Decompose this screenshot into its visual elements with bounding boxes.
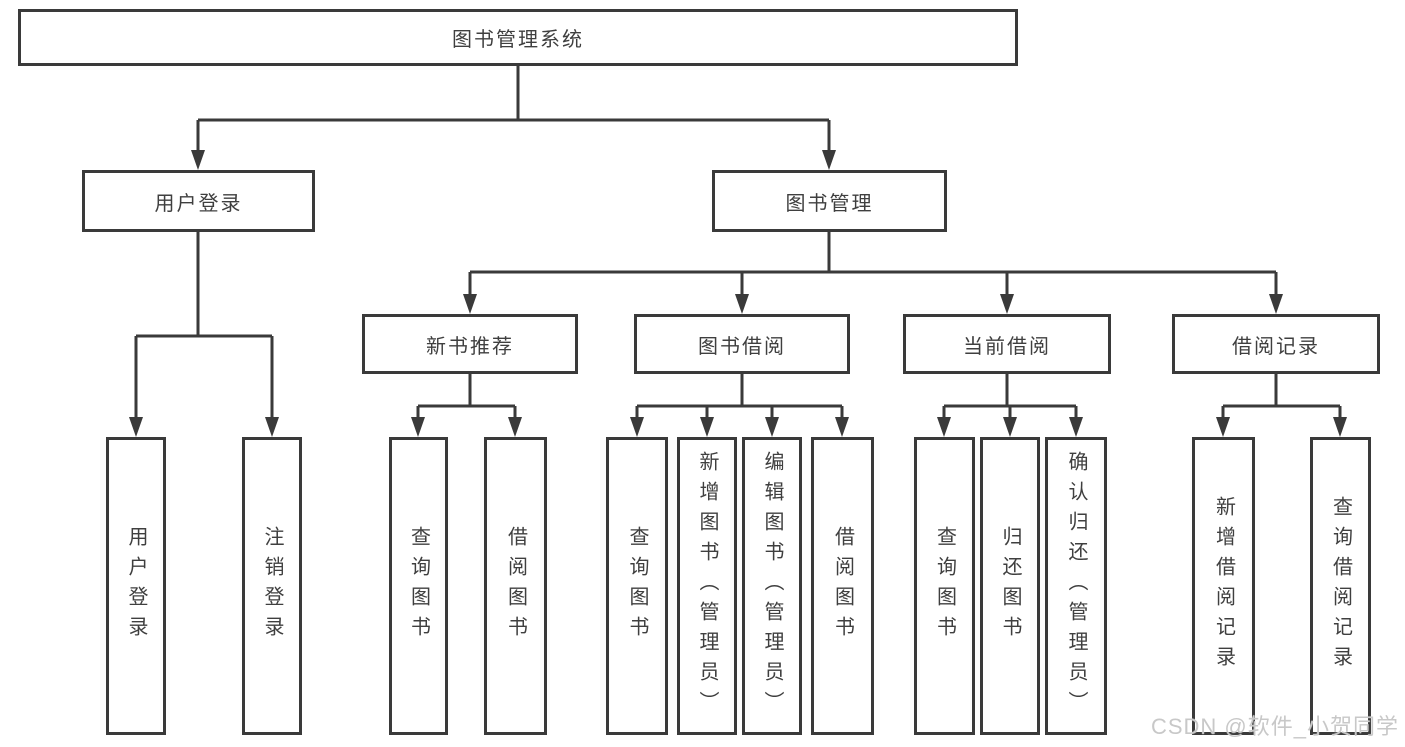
connector-root-to-level2 <box>191 66 836 170</box>
leaf-return-books: 归还图书 <box>980 437 1040 735</box>
node-user-login: 用户登录 <box>82 170 315 232</box>
node-label: 借阅图书 <box>831 526 854 646</box>
connector-book-mgmt-to-level3 <box>463 232 1283 314</box>
node-root-library-management-system: 图书管理系统 <box>18 9 1018 66</box>
arrowhead <box>191 150 205 170</box>
arrowhead <box>1000 294 1014 314</box>
arrowhead <box>735 294 749 314</box>
arrowhead <box>765 417 779 437</box>
connector-current-borrow-children <box>937 374 1083 437</box>
arrowhead <box>1216 417 1230 437</box>
arrowhead <box>1003 417 1017 437</box>
leaf-query-books-current: 查询图书 <box>914 437 975 735</box>
node-label: 当前借阅 <box>963 335 1051 358</box>
arrowhead <box>463 294 477 314</box>
node-label: 确认归还（管理员） <box>1065 451 1087 721</box>
csdn-watermark: CSDN @软件_小贺同学 <box>1150 714 1399 739</box>
node-label: 查询图书 <box>933 526 956 646</box>
node-new-book-recommendation: 新书推荐 <box>362 314 578 374</box>
leaf-borrow-books-recommend: 借阅图书 <box>484 437 547 735</box>
node-label: 借阅图书 <box>504 526 527 646</box>
arrowhead <box>1069 417 1083 437</box>
node-book-management: 图书管理 <box>712 170 947 232</box>
node-label: 图书管理系统 <box>452 29 584 51</box>
arrowhead <box>630 417 644 437</box>
leaf-borrow-books: 借阅图书 <box>811 437 874 735</box>
node-label: 借阅记录 <box>1232 335 1320 358</box>
arrowhead <box>835 417 849 437</box>
node-borrowing-records: 借阅记录 <box>1172 314 1380 374</box>
arrowhead <box>129 417 143 437</box>
node-label: 查询图书 <box>626 526 648 646</box>
leaf-user-login: 用户登录 <box>106 437 166 735</box>
arrowhead <box>822 150 836 170</box>
leaf-query-borrow-record: 查询借阅记录 <box>1310 437 1371 735</box>
node-label: 查询借阅记录 <box>1329 496 1352 676</box>
node-label: 新书推荐 <box>426 335 514 358</box>
leaf-logout: 注销登录 <box>242 437 302 735</box>
node-label: 注销登录 <box>261 526 283 646</box>
arrowhead <box>1333 417 1347 437</box>
node-label: 新增图书（管理员） <box>696 451 718 721</box>
node-book-borrowing: 图书借阅 <box>634 314 850 374</box>
leaf-query-books-borrowing: 查询图书 <box>606 437 668 735</box>
node-label: 图书借阅 <box>698 335 786 358</box>
connector-new-book-children <box>411 374 522 437</box>
arrowhead <box>1269 294 1283 314</box>
node-label: 查询图书 <box>407 526 430 646</box>
node-label: 编辑图书（管理员） <box>761 451 783 721</box>
arrowhead <box>700 417 714 437</box>
leaf-add-books-admin: 新增图书（管理员） <box>677 437 737 735</box>
node-label: 归还图书 <box>999 526 1021 646</box>
connector-user-login-children <box>129 232 279 437</box>
leaf-add-borrow-record: 新增借阅记录 <box>1192 437 1255 735</box>
leaf-confirm-return-admin: 确认归还（管理员） <box>1045 437 1107 735</box>
node-current-borrowing: 当前借阅 <box>903 314 1111 374</box>
arrowhead <box>937 417 951 437</box>
arrowhead <box>265 417 279 437</box>
arrowhead <box>508 417 522 437</box>
node-label: 用户登录 <box>125 526 147 646</box>
leaf-query-books-recommend: 查询图书 <box>389 437 448 735</box>
connector-borrow-records-children <box>1216 374 1347 437</box>
node-label: 用户登录 <box>154 192 243 215</box>
connector-book-borrow-children <box>630 374 849 437</box>
node-label: 图书管理 <box>785 192 874 215</box>
arrowhead <box>411 417 425 437</box>
leaf-edit-books-admin: 编辑图书（管理员） <box>742 437 802 735</box>
node-label: 新增借阅记录 <box>1212 496 1235 676</box>
